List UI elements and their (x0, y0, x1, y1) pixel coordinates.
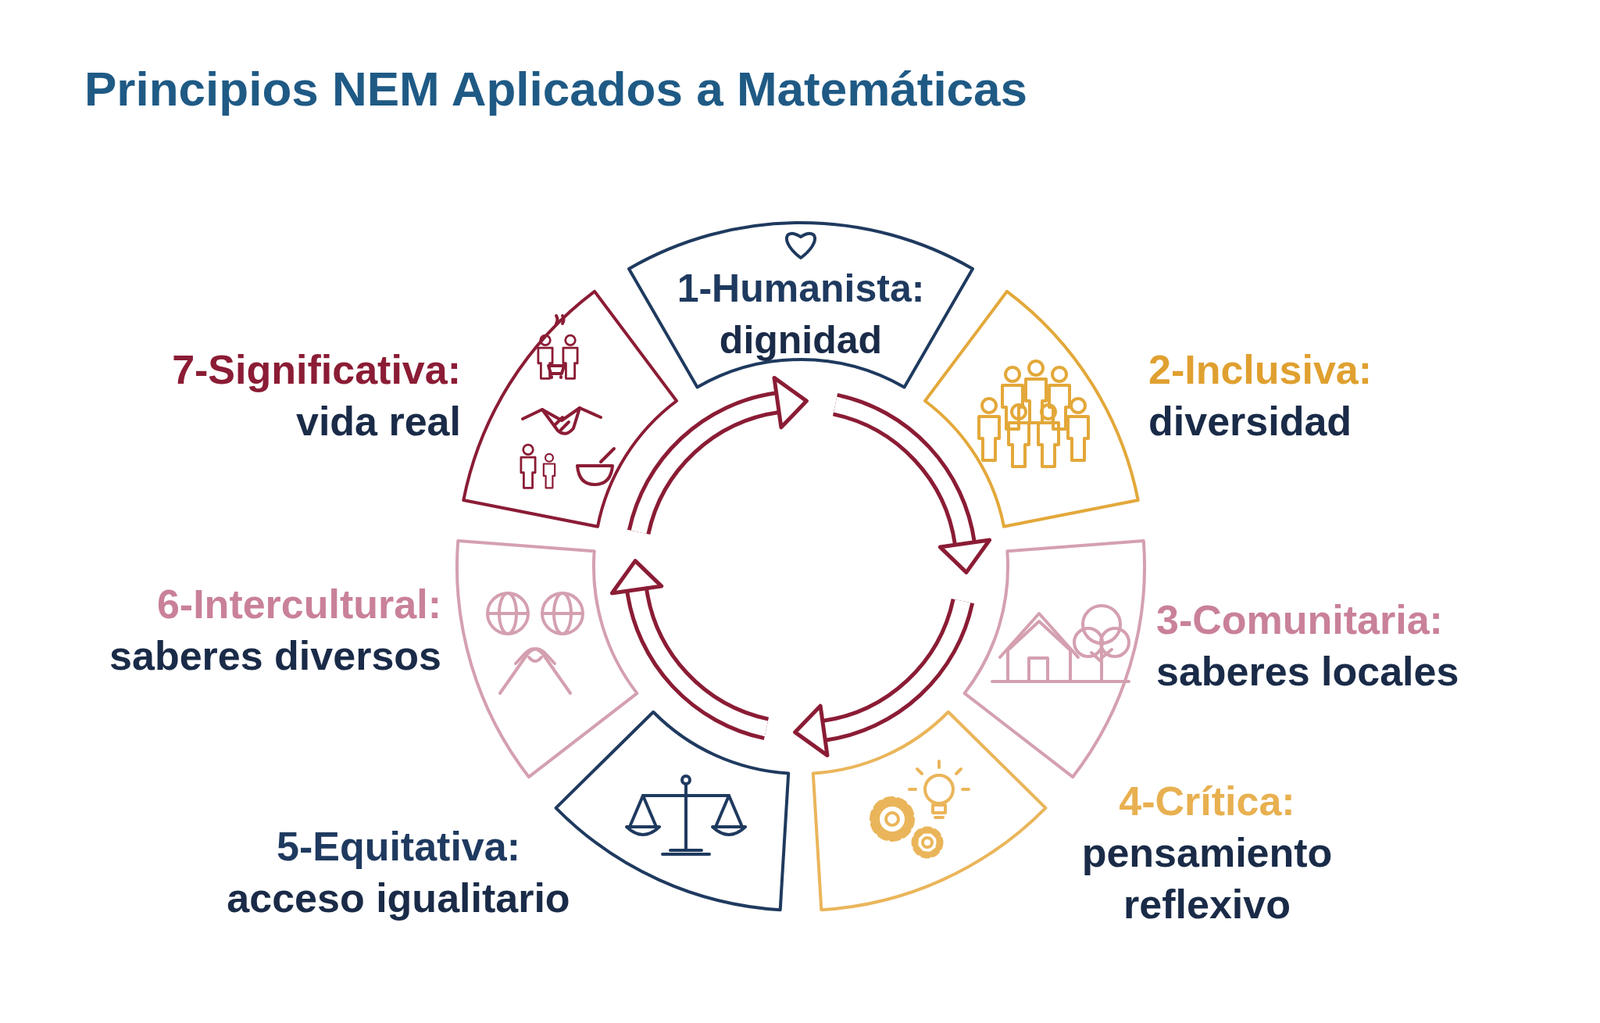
petal-outline (964, 540, 1145, 777)
principle-node: 2-Inclusiva:diversidad (1148, 343, 1493, 447)
principle-heading: 6-Intercultural: (50, 578, 442, 630)
petal-outline (556, 711, 790, 910)
ring-arrowhead (774, 377, 807, 427)
principle-node: 1-Humanista:dignidad (605, 262, 997, 366)
ring-arc-inner (639, 402, 779, 533)
principle-heading: 3-Comunitaria: (1156, 593, 1524, 646)
petals (457, 222, 1145, 910)
ring-arc (824, 600, 964, 731)
principle-heading: 1-Humanista: (605, 262, 997, 315)
principle-node: 3-Comunitaria:saberes locales (1156, 593, 1524, 697)
ring-arc-inner (824, 600, 964, 731)
cycle-arrows (611, 377, 990, 755)
people-icon (978, 360, 1089, 467)
ring-arrowhead (611, 560, 661, 593)
diagram-title: Principios NEM Aplicados a Matemáticas (84, 60, 1028, 117)
principle-node: 5-Equitativa:acceso igualitario (203, 820, 594, 924)
principle-description: pensamiento reflexivo (1039, 826, 1375, 930)
principle-node: 4-Crítica:pensamiento reflexivo (1039, 775, 1375, 930)
principle-heading: 4-Crítica: (1039, 775, 1375, 827)
principle-description: dignidad (605, 314, 997, 366)
ring-arc (835, 404, 965, 544)
principle-description: diversidad (1148, 395, 1493, 447)
principle-description: saberes diversos (50, 629, 442, 682)
principle-heading: 7-Significativa: (70, 343, 461, 396)
ring-arc (639, 402, 779, 533)
ring-arrowhead (939, 539, 990, 572)
principle-node: 7-Significativa:vida real (70, 343, 461, 447)
ring-arc-inner (636, 589, 767, 729)
globes-hands-icon (487, 592, 583, 693)
petal-outline (813, 711, 1047, 910)
ring-arrowhead (795, 705, 828, 755)
scale-icon (626, 775, 746, 854)
principle-description: vida real (70, 395, 461, 447)
house-icon (992, 605, 1129, 682)
principle-description: saberes locales (1156, 645, 1524, 697)
heart-icon (786, 233, 815, 258)
everyday-life-icon (521, 315, 615, 488)
principle-heading: 5-Equitativa: (203, 820, 594, 872)
ring-arc (636, 589, 767, 729)
petal-outline (457, 540, 637, 777)
principle-node: 6-Intercultural:saberes diversos (50, 578, 442, 682)
gears-bulb-icon (873, 760, 969, 855)
ring-arc-inner (835, 404, 965, 544)
principle-description: acceso igualitario (203, 871, 594, 924)
principle-heading: 2-Inclusiva: (1148, 343, 1493, 396)
